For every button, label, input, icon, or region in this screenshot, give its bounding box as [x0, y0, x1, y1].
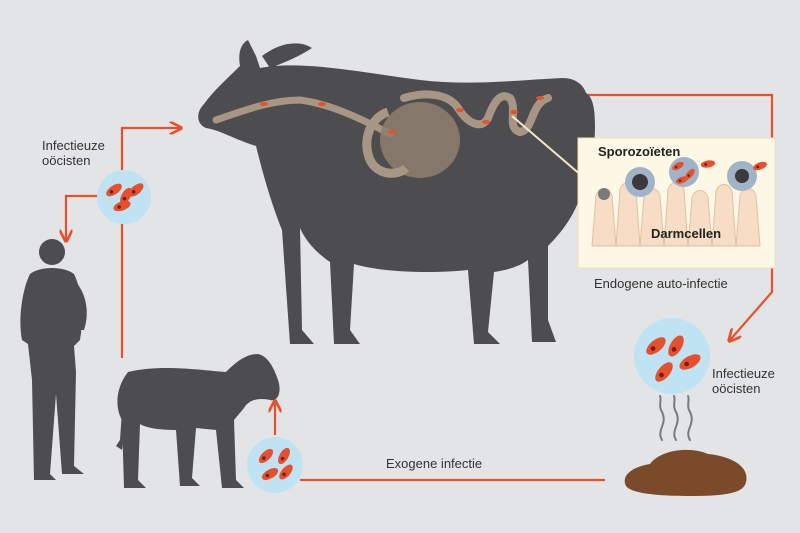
- label-endogenous: Endogene auto-infectie: [594, 276, 728, 291]
- label-sporozoites: Sporozoïeten: [598, 144, 681, 159]
- adult-cow-silhouette: [198, 40, 595, 344]
- endogenous-inset: [577, 137, 776, 269]
- label-gut-cells: Darmcellen: [651, 226, 722, 241]
- oocyst-bubble-right: [634, 318, 710, 394]
- oocyst-bubble-bottom: [247, 437, 303, 493]
- person-silhouette: [20, 239, 87, 480]
- arrow-left-oocyst-to-person: [66, 194, 100, 240]
- arrow-person-to-cow: [120, 128, 180, 358]
- dung-pile: [624, 395, 747, 496]
- label-exogenous: Exogene infectie: [386, 456, 483, 471]
- calf-silhouette: [116, 354, 280, 488]
- label-infectious-oocysts-right: Infectieuze oöcisten: [712, 366, 775, 396]
- label-infectious-oocysts-left: Infectieuze oöcisten: [42, 138, 105, 168]
- cow-digestive-tract: [212, 90, 583, 178]
- oocyst-bubble-left: [97, 170, 151, 224]
